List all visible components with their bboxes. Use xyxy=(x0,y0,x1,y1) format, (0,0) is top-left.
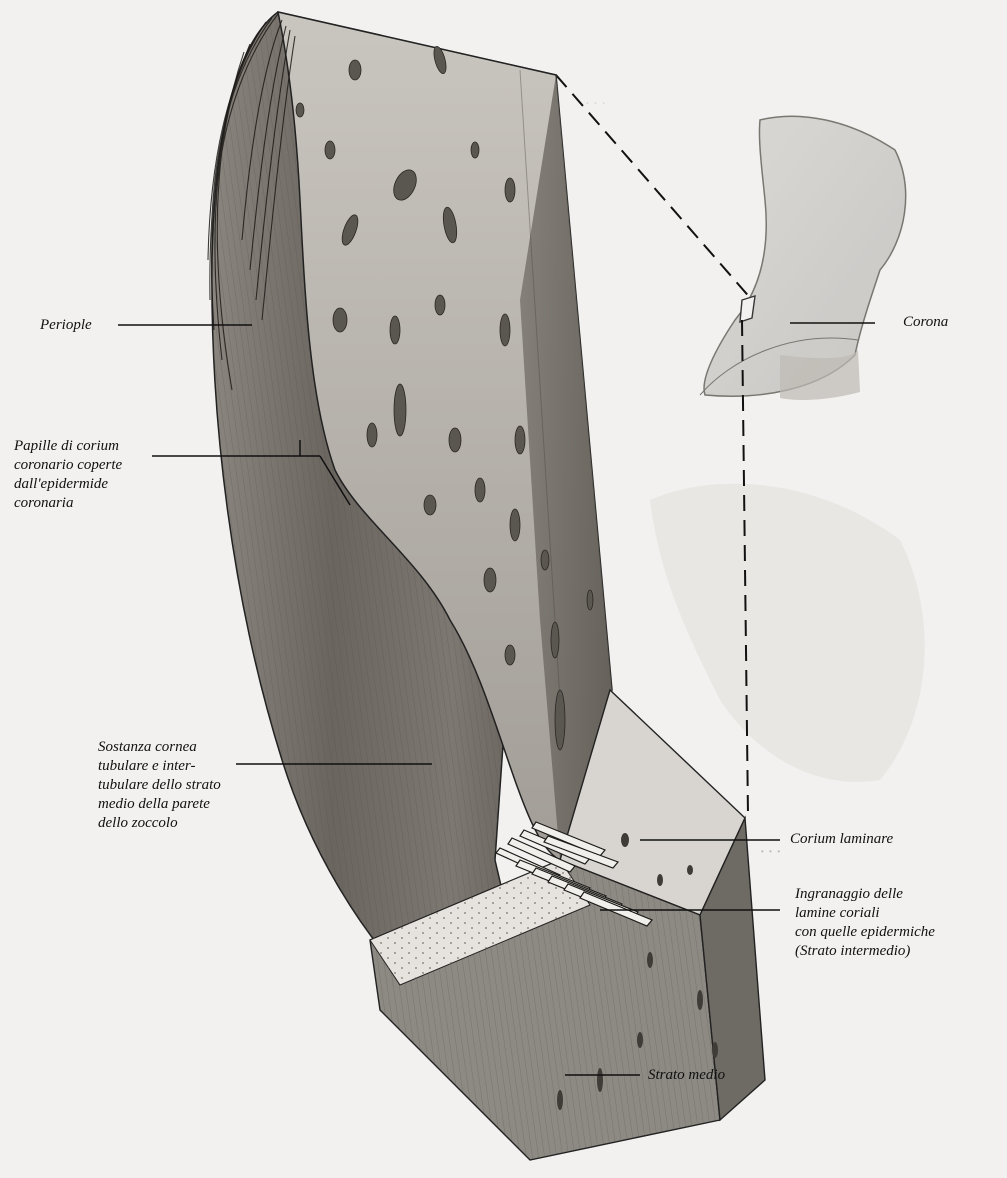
label-corona: Corona xyxy=(903,313,948,332)
label-ingranaggio: Ingranaggio delle lamine coriali con que… xyxy=(795,885,995,961)
label-papille: Papille di corium coronario coperte dall… xyxy=(14,437,174,513)
label-sostanza: Sostanza cornea tubulare e inter- tubula… xyxy=(98,738,268,833)
label-periople: Periople xyxy=(40,316,92,335)
ghost-silhouette xyxy=(650,484,925,782)
label-corium-laminare: Corium laminare xyxy=(790,830,893,849)
bleed-text-1: · · · xyxy=(585,95,785,114)
label-strato-medio: Strato medio xyxy=(648,1066,725,1085)
small-hoof-inset xyxy=(700,116,906,400)
